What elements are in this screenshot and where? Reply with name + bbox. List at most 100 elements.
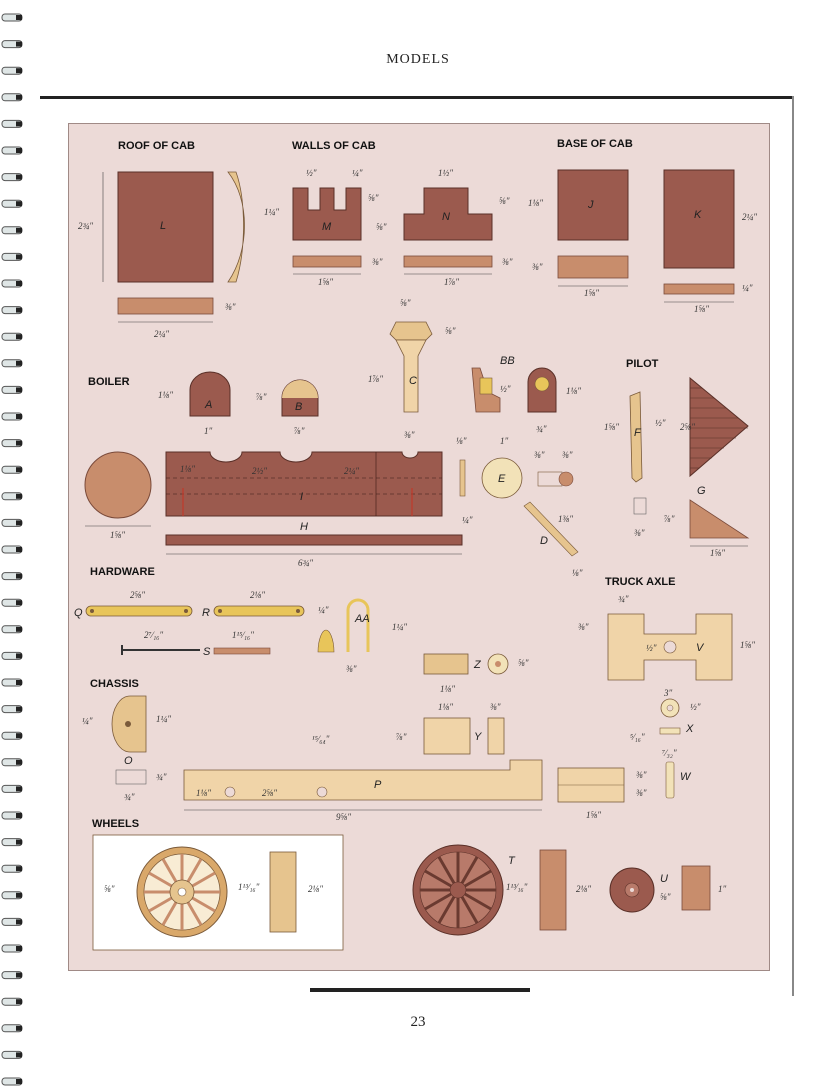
spiral-hole [16, 839, 22, 845]
spiral-hole [16, 813, 22, 818]
dim-j-w: 1⅝" [584, 288, 599, 298]
label-y: Y [474, 731, 482, 743]
dim-u-a: ⅝" [660, 892, 671, 902]
part-n: N 1½" ⅝" ⅜" 1⅞" [403, 168, 513, 287]
spiral-hole [16, 440, 22, 446]
part-t: T 1¹³⁄₁₆" 2⅛" [412, 844, 591, 936]
spiral-hole [16, 759, 22, 765]
section-wheels: WHEELS [92, 818, 140, 830]
part-g: G 2⅝" ⅞" 1⅝" [664, 376, 750, 558]
dim-a-w: 1" [204, 426, 213, 436]
dim-r-b: 1¹⁵⁄₁₆" [232, 630, 254, 640]
part-boiler-end: 1⅝" [84, 451, 152, 540]
dim-o-w: ¾" [124, 792, 135, 802]
dim-pilot-d: ⅞" [664, 514, 675, 524]
section-roof-of-cab: ROOF OF CAB [118, 140, 195, 152]
dim-p-d: ⅜" [636, 788, 647, 798]
spiral-hole [16, 892, 22, 898]
label-bb: BB [500, 355, 515, 367]
dim-c-top: ⅝" [400, 298, 411, 308]
dim-t-b: 2⅛" [576, 884, 591, 894]
wheel-spoke [161, 901, 178, 926]
part-s: S 1¹⁵⁄₁₆" [203, 630, 271, 658]
spiral-hole [16, 972, 22, 978]
spiral-hole [16, 786, 22, 792]
dim-x-b: ⁵⁄₁₆" [630, 732, 645, 742]
spiral-hole [16, 334, 22, 340]
label-i: I [300, 491, 303, 503]
dim-bb-a: ½" [500, 384, 511, 394]
spiral-hole [16, 493, 22, 499]
part-r: R 2⅛" ¼" [202, 590, 329, 619]
label-m: M [322, 221, 332, 233]
dim-wh-a: ⅝" [104, 884, 115, 894]
dim-c-h: 1⅞" [368, 374, 383, 384]
spiral-hole [16, 41, 22, 47]
part-x: X ½" ⁵⁄₁₆" [630, 698, 701, 742]
dim-z-w: 1⅛" [440, 684, 455, 694]
dim-e-c: ⅜" [534, 450, 545, 460]
dim-l-height: 2¾" [78, 221, 93, 231]
label-c: C [409, 375, 417, 387]
dim-i-b: 2½" [252, 466, 267, 476]
dim-aa-w: ⅜" [346, 664, 357, 674]
part-k: K 2¼" ¼" 1⅝" [663, 169, 757, 314]
dim-y-b: ⅜" [490, 702, 501, 712]
dim-pilot-b: ½" [655, 418, 666, 428]
dim-wh-c: 2⅛" [308, 884, 323, 894]
spiral-hole [16, 547, 22, 552]
part-a: A 1⅛" 1" [158, 371, 231, 436]
wheel-spoke [464, 892, 492, 911]
dim-t-a: 1¹³⁄₁₆" [506, 882, 528, 892]
section-walls-of-cab: WALLS OF CAB [292, 140, 376, 152]
dim-c-r: ⅝" [445, 326, 456, 336]
label-j: J [587, 199, 594, 211]
dim-d-a: 1⅜" [558, 514, 573, 524]
label-l: L [160, 220, 166, 232]
spiral-hole [16, 360, 22, 366]
part-c: C ⅝" ⅝" 1⅞" ⅜" [368, 298, 456, 440]
part-b: B ⅞" ⅞" [256, 379, 319, 436]
wheel-spoke [148, 896, 173, 913]
dim-v-w: 3" [663, 688, 673, 698]
part-j: J 1⅛" ⅜" 1⅝" [528, 169, 629, 298]
spiral-hole [16, 174, 22, 180]
dim-pilot-w: 1⅝" [710, 548, 725, 558]
dim-p-w: 9⅝" [336, 812, 351, 822]
wheel-spoke [437, 856, 456, 884]
spiral-hole [16, 148, 22, 153]
label-g: G [697, 485, 706, 497]
dim-h-t: ¼" [462, 515, 473, 525]
dim-x-a: ½" [690, 702, 701, 712]
dim-wh-b: 1¹³⁄₁₆" [238, 882, 260, 892]
wheels-inset: ⅝" 1¹³⁄₁₆" 2⅛" [92, 834, 344, 951]
spiral-hole [16, 919, 22, 925]
dim-w-a: ⁷⁄₃₂" [662, 748, 677, 758]
dim-p-e: 1⅝" [586, 810, 601, 820]
spiral-hole [16, 520, 22, 526]
spiral-binding [1, 13, 23, 1086]
wheel-spoke [460, 896, 479, 924]
part-f: F 1⅝" ½" ⅜" [604, 391, 666, 538]
dim-n-top: 1½" [438, 168, 453, 178]
part-v: V ¾" ⅜" ½" 1⅝" 3" [578, 594, 755, 698]
section-boiler: BOILER [88, 376, 130, 388]
spiral-hole [16, 1025, 22, 1031]
part-i: I 1⅛" 2½" 2¼" [165, 451, 443, 517]
dim-bb-w: ¾" [536, 424, 547, 434]
part-aa: AA 1¼" ⅜" [346, 598, 407, 674]
section-hardware: HARDWARE [90, 566, 155, 578]
dim-n-r: ⅝" [499, 196, 510, 206]
label-t: T [508, 855, 516, 867]
dim-p-b: 2⅝" [262, 788, 277, 798]
dim-pilot-e: ⅜" [634, 528, 645, 538]
spiral-hole [16, 94, 22, 100]
part-p: P ¹⁵⁄₆₄" 1⅛" 2⅝" 9⅝" ⅜" ⅜" 1⅝" [183, 734, 647, 822]
label-b: B [295, 401, 302, 413]
wheel-spoke [191, 896, 216, 913]
dim-aa-h: 1¼" [392, 622, 407, 632]
part-d: D 1⅜" ⅛" [523, 501, 583, 578]
label-o: O [124, 755, 133, 767]
spiral-hole [16, 706, 22, 712]
